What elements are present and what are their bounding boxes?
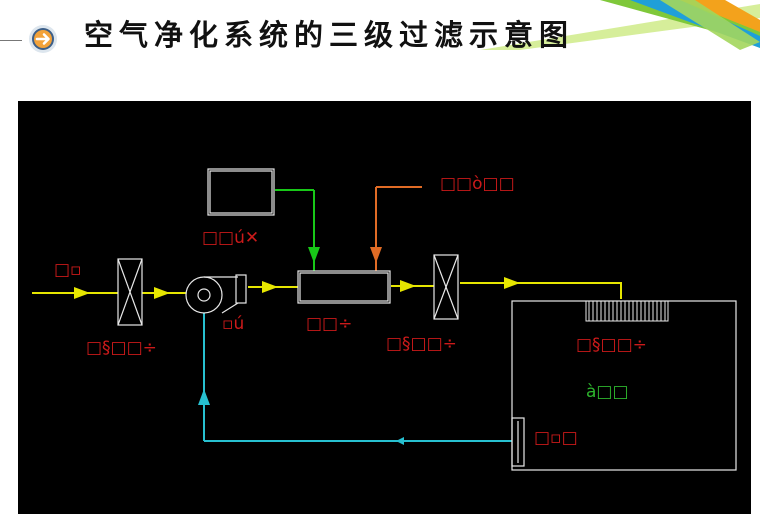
fan-label: ▫ú (222, 314, 244, 334)
top-box (207, 168, 275, 216)
green-feed-line (275, 189, 320, 271)
orange-feed-line (370, 186, 422, 271)
slide-title: 空气净化系统的三级过滤示意图 (84, 18, 575, 52)
room-label: à□□ (586, 382, 629, 402)
diagram-canvas: □▫ □§□□÷ ▫ú □□ú✕ □□÷ □□ò□□ □§□□÷ □§□□÷ à… (32, 168, 737, 471)
secondary-filter (433, 254, 459, 320)
hepa-filter-label: □§□□÷ (576, 335, 647, 355)
hepa-filter (585, 300, 669, 322)
corner-stripes-decoration (480, 0, 760, 50)
return-air-label: □▫□ (534, 428, 578, 448)
left-rule (0, 40, 22, 41)
unit-box-label: □□÷ (306, 314, 352, 334)
supply-air-path (32, 277, 622, 299)
return-air-path (198, 313, 512, 442)
fresh-air-label: □▫ (54, 260, 82, 280)
return-grille (511, 417, 525, 467)
return-arrow (396, 437, 404, 445)
arrow-right-circle-icon (29, 25, 57, 53)
fan (185, 274, 247, 314)
diagram-board: □▫ □§□□÷ ▫ú □□ú✕ □□÷ □□ò□□ □§□□÷ □§□□÷ à… (18, 101, 751, 514)
secondary-filter-label: □§□□÷ (386, 334, 457, 354)
unit-box (297, 270, 391, 304)
orange-source-label: □□ò□□ (440, 174, 515, 194)
top-box-label: □□ú✕ (202, 228, 259, 248)
primary-filter (117, 258, 143, 326)
primary-filter-label: □§□□÷ (86, 338, 157, 358)
